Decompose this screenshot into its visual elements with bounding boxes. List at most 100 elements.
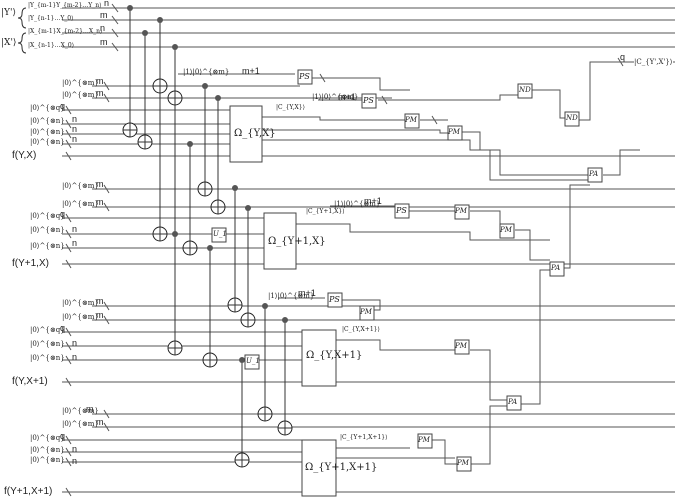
group2-wires [62, 188, 675, 265]
ancilla-label: |0⟩^{⊗n} [30, 340, 65, 348]
one-zero-label: |1⟩|0⟩^{⊗m} [334, 200, 381, 208]
ancilla-label: |0⟩^{⊗n} [30, 117, 65, 125]
oracle-boxes [229, 105, 337, 497]
oracle-label: Ω_{Y+1,X+1} [305, 462, 378, 473]
gate-pm-label: PM [405, 116, 417, 124]
ancilla-label: |0⟩^{⊗n} [30, 128, 65, 136]
x-bottom-label: |X_{n-1}…X_0⟩ [28, 42, 75, 49]
combiner-wires [420, 61, 675, 465]
width-label: m+1 [298, 288, 316, 298]
oracle-label: Ω_{Y+1,X} [268, 236, 326, 247]
oracle-label: Ω_{Y,X} [234, 128, 276, 139]
width-label: q [60, 101, 66, 111]
one-zero-label: |1⟩|0⟩^{⊗m} [312, 93, 359, 101]
width-label: m [96, 88, 104, 98]
gate-u1-label: U_1 [246, 357, 260, 365]
ancilla-label: |0⟩^{⊗m} [62, 420, 99, 428]
gate-pm-label: PM [455, 207, 467, 215]
ancilla-label: |0⟩^{⊗n} [30, 226, 65, 234]
xor-target [202, 352, 218, 368]
xor-target [167, 90, 183, 106]
gate-nd-label: ND [519, 86, 531, 94]
gate-ps-label: PS [329, 295, 340, 304]
y-brace [17, 7, 27, 29]
width-label: m [96, 417, 104, 427]
ancilla-label: |0⟩^{⊗m} [62, 299, 99, 307]
oracle-label: Ω_{Y,X+1} [306, 350, 363, 361]
function-label: f(Y,X+1) [12, 376, 48, 387]
width-label: n [72, 456, 78, 466]
gate-pm-label: PM [360, 308, 372, 316]
width-label: n [72, 124, 78, 134]
width-label: m [96, 310, 104, 320]
ancilla-label: |0⟩^{⊗q} [30, 326, 65, 334]
ancilla-label: |0⟩^{⊗q} [30, 434, 65, 442]
gate-ps-label: PS [396, 206, 407, 215]
ancilla-label: |0⟩^{⊗n} [30, 138, 65, 146]
gate-ps-label: PS [363, 96, 374, 105]
xor-target [197, 181, 213, 197]
ancilla-label: |0⟩^{⊗q} [30, 212, 65, 220]
width-label: q [620, 52, 626, 62]
width-label: m [86, 404, 94, 414]
gate-u1-label: U_1 [213, 230, 227, 238]
ancilla-label: |0⟩^{⊗n} [30, 354, 65, 362]
ancilla-label: |0⟩^{⊗n} [30, 446, 65, 454]
width-label: q [60, 209, 66, 219]
xor-target [240, 312, 256, 328]
oracle-box-1 [229, 105, 263, 163]
ancilla-label: |0⟩^{⊗m} [62, 200, 99, 208]
width-label: m [100, 10, 108, 20]
xor-target [167, 340, 183, 356]
function-label: f(Y,X) [12, 150, 37, 161]
y-top-label: |Y_{m-1}Y_{m-2}…Y_n⟩ [28, 2, 102, 9]
oracle-box-3 [301, 329, 337, 387]
oracle-box-2 [263, 212, 297, 270]
one-zero-label: |1⟩|0⟩^{⊗m} [268, 292, 315, 300]
c-label: |C_{Y+1,X}⟩ [306, 208, 345, 215]
ancilla-label: |0⟩^{⊗m} [62, 182, 99, 190]
c-label: |C_{Y,X}⟩ [276, 104, 305, 111]
gate-pm-label: PM [457, 459, 469, 467]
width-label: n [100, 23, 106, 33]
width-label: n [72, 444, 78, 454]
y-input-label: |Y'⟩ [1, 8, 16, 18]
width-label: m+1 [242, 66, 260, 76]
width-label: n [72, 338, 78, 348]
input-wires [62, 3, 675, 52]
xor-target [152, 78, 168, 94]
width-label: m [100, 37, 108, 47]
width-label: q [60, 431, 66, 441]
width-label: m+1 [338, 92, 356, 102]
xor-targets [122, 78, 293, 468]
bus-slashes [65, 57, 624, 497]
function-label: f(Y+1,X) [12, 258, 49, 269]
gate-pm-label: PM [500, 226, 512, 234]
gate-pa-label: PA [589, 170, 599, 178]
xor-target [152, 226, 168, 242]
gate-nd-label: ND [566, 114, 578, 122]
gate-boxes [211, 69, 603, 472]
width-label: m+1 [364, 196, 382, 206]
xor-target [257, 406, 273, 422]
width-label: q [60, 323, 66, 333]
width-label: n [72, 352, 78, 362]
gate-pa-label: PA [508, 398, 518, 406]
c-label: |C_{Y+1,X+1}⟩ [340, 434, 388, 441]
oracle-box-4 [301, 439, 337, 497]
xor-target [182, 240, 198, 256]
x-brace [17, 32, 27, 54]
gate-ps-label: PS [299, 72, 310, 81]
gate-pa-label: PA [551, 264, 561, 272]
xor-target [210, 199, 226, 215]
y-bottom-label: |Y_{n-1}…Y_0⟩ [28, 15, 74, 22]
gate-pm-label: PM [448, 128, 460, 136]
control-dots [127, 5, 288, 363]
width-label: m [96, 76, 104, 86]
width-label: m [96, 179, 104, 189]
ancilla-label: |0⟩^{⊗m} [62, 91, 99, 99]
xor-target [277, 420, 293, 436]
xor-target [137, 134, 153, 150]
